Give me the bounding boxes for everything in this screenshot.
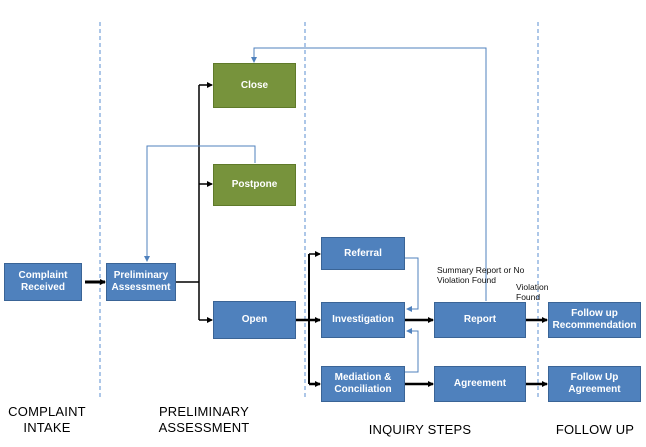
summary-report-annotation: Summary Report or No Violation Found xyxy=(437,265,525,285)
phase-label-follow-up: FOLLOW UP xyxy=(555,422,635,437)
report-box: Report xyxy=(434,302,526,338)
phase-label-preliminary-assessment: PRELIMINARY ASSESSMENT xyxy=(158,404,250,435)
referral-box: Referral xyxy=(321,237,405,270)
violation-found-annotation: Violation Found xyxy=(516,282,549,302)
follow-up-recommendation-box: Follow up Recommendation xyxy=(548,302,641,338)
phase-label-inquiry-steps: INQUIRY STEPS xyxy=(368,422,472,437)
close-box: Close xyxy=(213,63,296,108)
investigation-box: Investigation xyxy=(321,302,405,338)
loop-referral-to-investigation xyxy=(405,257,419,312)
complaint-received-box: Complaint Received xyxy=(4,263,82,301)
follow-up-agreement-box: Follow Up Agreement xyxy=(548,366,641,402)
mediation-conciliation-box: Mediation & Conciliation xyxy=(321,366,405,402)
postpone-box: Postpone xyxy=(213,164,296,206)
agreement-box: Agreement xyxy=(434,366,526,402)
preliminary-assessment-box: Preliminary Assessment xyxy=(106,263,176,301)
phase-dividers xyxy=(99,22,539,400)
loop-postpone-to-assessment xyxy=(144,145,256,262)
open-box: Open xyxy=(213,301,296,339)
loop-mediation-to-investigation xyxy=(405,328,419,373)
phase-label-complaint-intake: COMPLAINT INTAKE xyxy=(8,404,86,435)
loop-report-to-close xyxy=(251,47,487,301)
